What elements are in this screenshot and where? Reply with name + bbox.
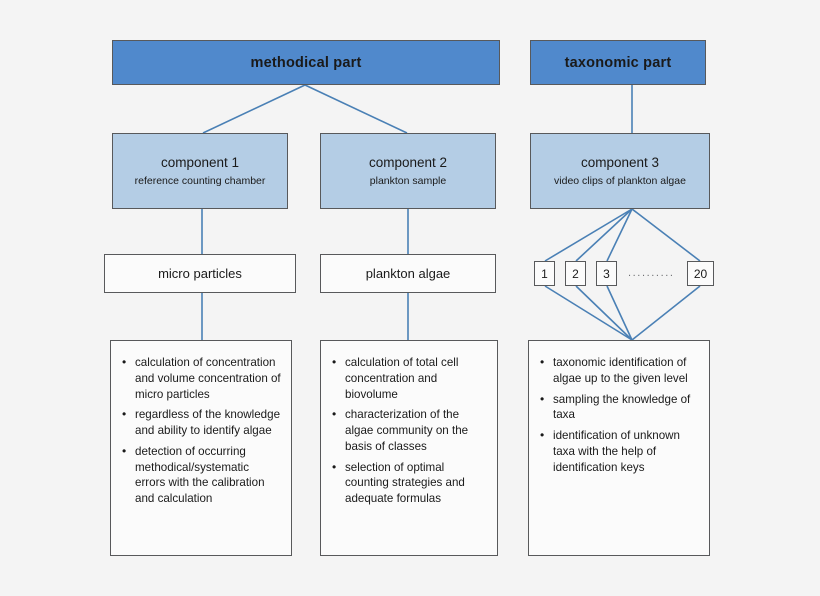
component-1-subtitle: reference counting chamber — [134, 174, 266, 187]
list-item: selection of optimal counting strategies… — [332, 459, 487, 507]
outcome-3-box[interactable]: taxonomic identification of algae up to … — [528, 340, 710, 556]
component-2-title: component 2 — [368, 154, 448, 170]
connector-clip-3-to-outcome-3 — [606, 285, 633, 341]
list-item: identification of unknown taxa with the … — [540, 427, 699, 475]
outcome-2-box[interactable]: calculation of total cell concentration … — [320, 340, 498, 556]
connector-methodical-to-component-2 — [304, 84, 408, 134]
outcome-2-list: calculation of total cell concentration … — [329, 354, 487, 512]
list-item: detection of occurring methodical/system… — [122, 443, 281, 507]
list-item: characterization of the algae community … — [332, 406, 487, 454]
list-item: taxonomic identification of algae up to … — [540, 354, 699, 387]
header-taxonomic-part-label: taxonomic part — [564, 54, 672, 71]
clip-box-1[interactable]: 1 — [534, 261, 555, 286]
plankton-algae-box[interactable]: plankton algae — [320, 254, 496, 293]
outcome-1-box[interactable]: calculation of concentration and volume … — [110, 340, 292, 556]
micro-particles-label: micro particles — [158, 266, 242, 281]
header-taxonomic-part[interactable]: taxonomic part — [530, 40, 706, 85]
component-3-box[interactable]: component 3 video clips of plankton alga… — [530, 133, 710, 209]
clip-ellipsis: .......... — [628, 267, 675, 279]
outcome-3-list: taxonomic identification of algae up to … — [537, 354, 699, 480]
clip-box-2[interactable]: 2 — [565, 261, 586, 286]
plankton-algae-label: plankton algae — [365, 266, 451, 281]
clip-box-20[interactable]: 20 — [687, 261, 714, 286]
clip-box-1-label: 1 — [541, 266, 548, 281]
micro-particles-box[interactable]: micro particles — [104, 254, 296, 293]
component-2-subtitle: plankton sample — [369, 174, 447, 187]
list-item: regardless of the knowledge and ability … — [122, 406, 281, 439]
list-item: sampling the knowledge of taxa — [540, 391, 699, 424]
list-item: calculation of concentration and volume … — [122, 354, 281, 402]
clip-box-20-label: 20 — [693, 266, 708, 281]
component-3-title: component 3 — [580, 154, 660, 170]
connector-clip-1-to-outcome-3 — [544, 285, 633, 341]
clip-box-2-label: 2 — [572, 266, 579, 281]
connector-clip-2-to-outcome-3 — [575, 285, 633, 341]
outcome-1-list: calculation of concentration and volume … — [119, 354, 281, 512]
connector-component-3-to-clip-1 — [544, 208, 633, 262]
header-methodical-part-label: methodical part — [250, 54, 362, 71]
clip-box-3-label: 3 — [603, 266, 610, 281]
clip-box-3[interactable]: 3 — [596, 261, 617, 286]
list-item: calculation of total cell concentration … — [332, 354, 487, 402]
component-1-title: component 1 — [160, 154, 240, 170]
component-3-subtitle: video clips of plankton algae — [554, 174, 686, 187]
connector-component-3-to-clip-2 — [575, 208, 633, 262]
connector-component-3-to-clip-20 — [631, 208, 701, 262]
component-2-box[interactable]: component 2 plankton sample — [320, 133, 496, 209]
connector-component-3-to-clip-3 — [606, 208, 633, 262]
connector-methodical-to-component-1 — [202, 84, 306, 134]
connector-clip-20-to-outcome-3 — [631, 285, 701, 341]
header-methodical-part[interactable]: methodical part — [112, 40, 500, 85]
component-1-box[interactable]: component 1 reference counting chamber — [112, 133, 288, 209]
